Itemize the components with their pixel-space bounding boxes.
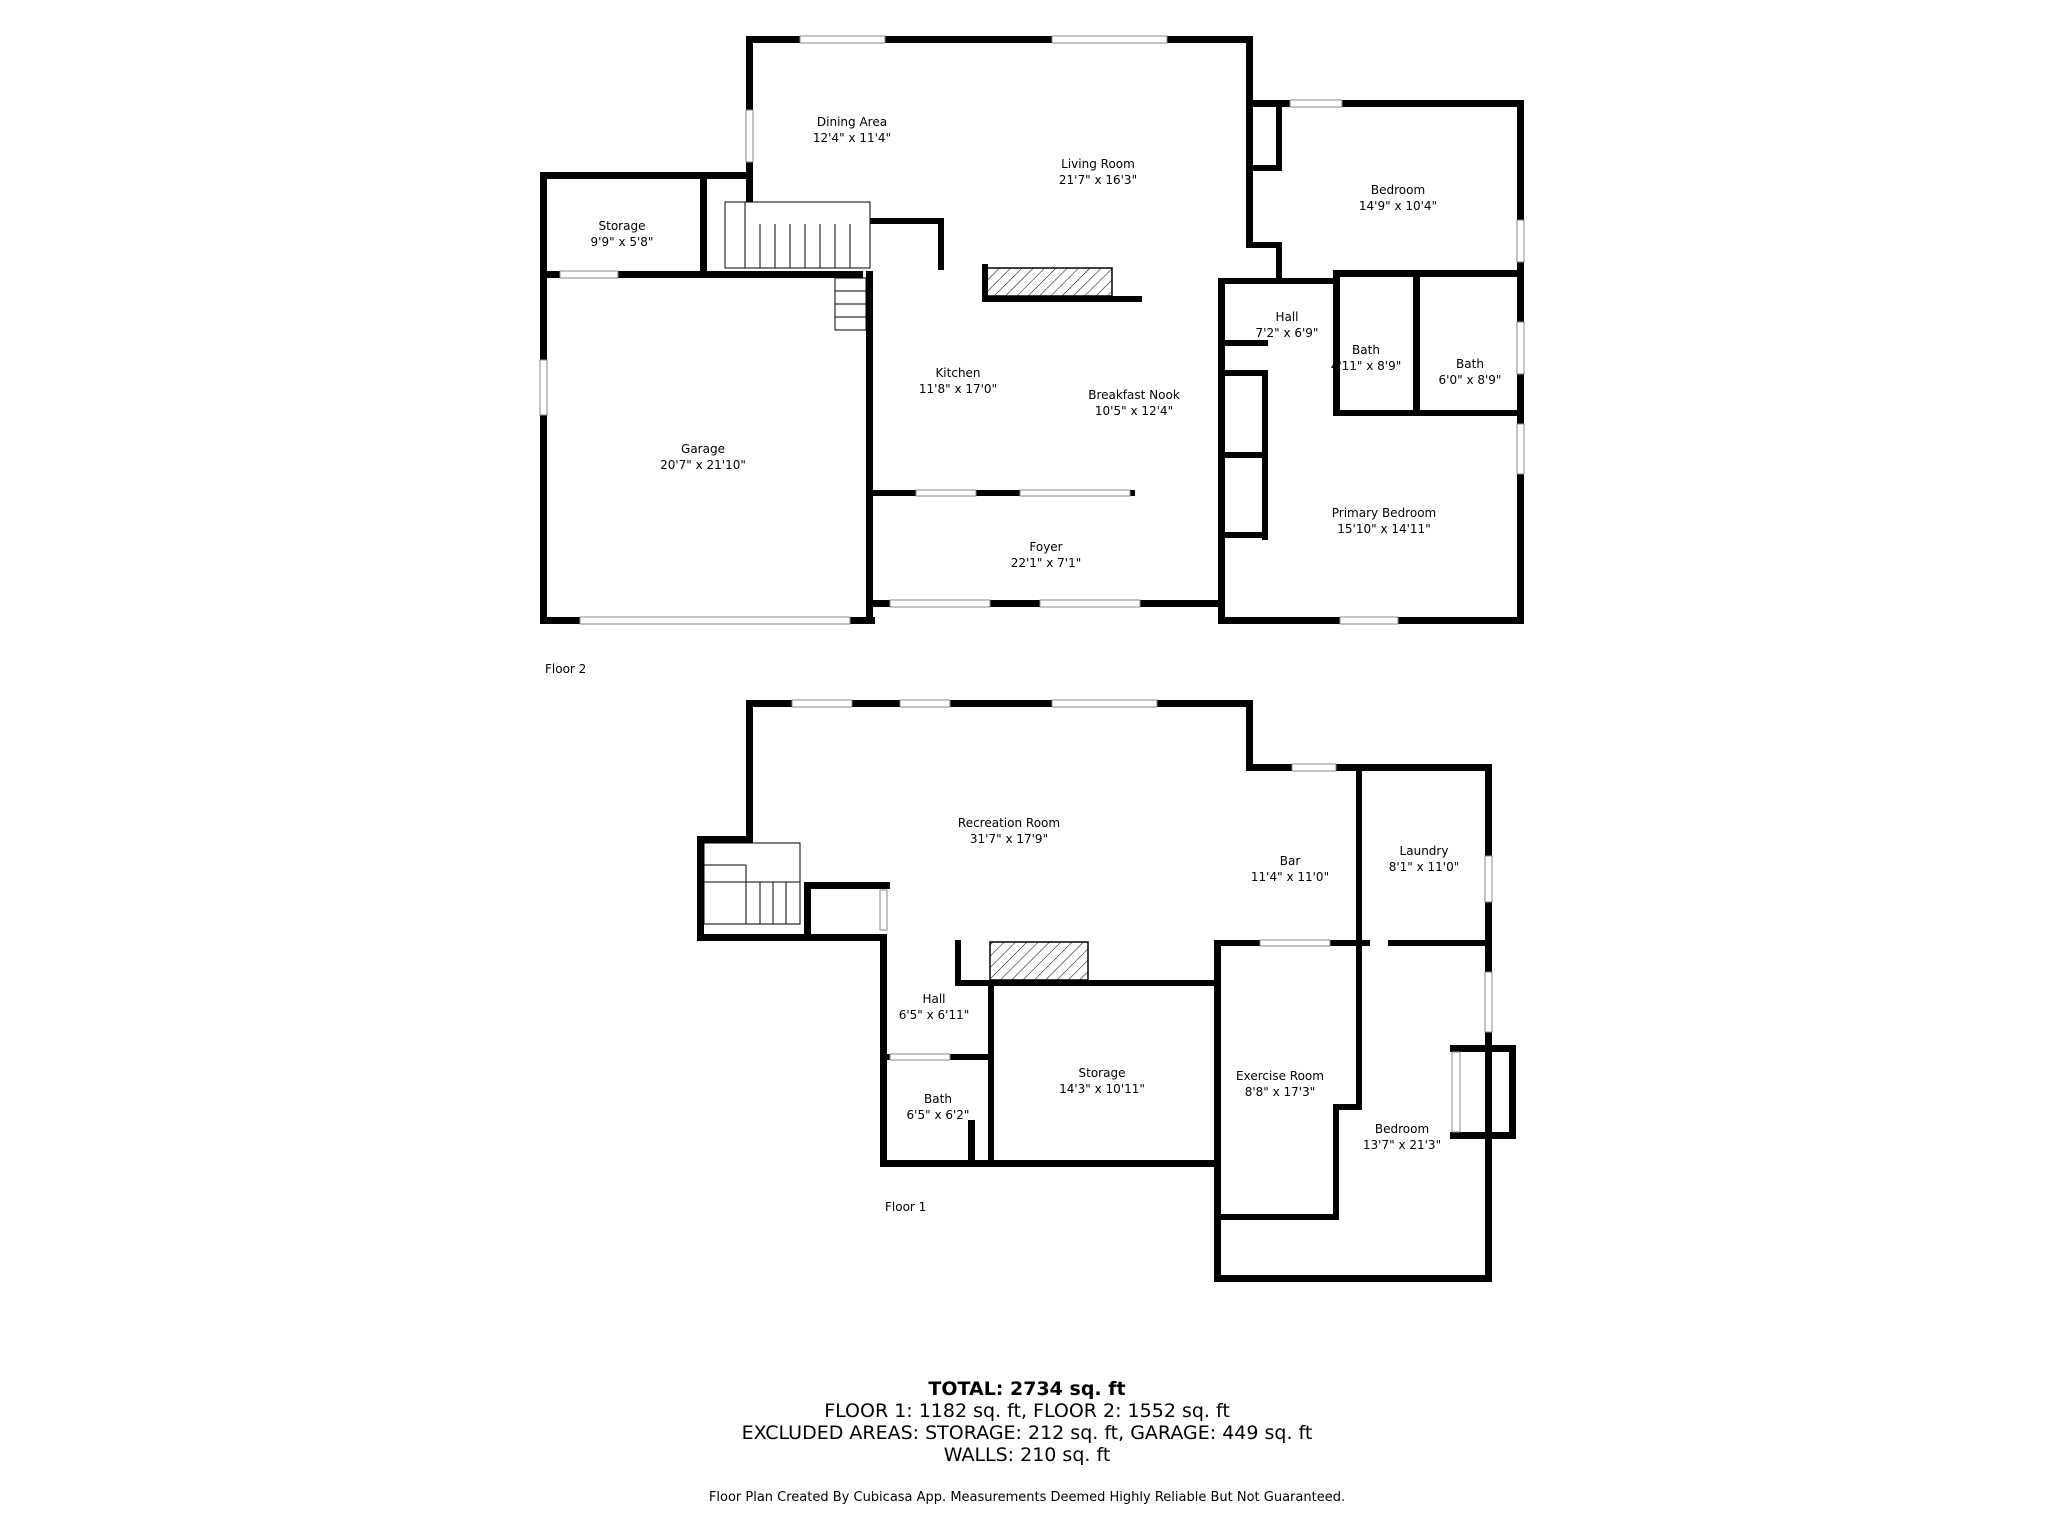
room-dims-bath-f1: 6'5" x 6'2" [907,1108,970,1122]
floor-2-plan: Dining Area 12'4" x 11'4" Living Room 21… [539,35,1525,676]
room-name-exercise-room: Exercise Room [1236,1069,1324,1083]
room-dims-breakfast-nook: 10'5" x 12'4" [1095,404,1173,418]
room-name-hall-f2: Hall [1275,310,1298,324]
room-dims-recreation-room: 31'7" x 17'9" [970,832,1048,846]
room-dims-hall-f2: 7'2" x 6'9" [1256,326,1319,340]
fireplace-floor-2 [985,267,1113,297]
room-name-storage-f2: Storage [599,219,646,233]
room-name-foyer: Foyer [1029,540,1062,554]
floor-1-label: Floor 1 [885,1200,926,1214]
room-name-bath-a-f2: Bath [1352,343,1380,357]
summary-excluded: EXCLUDED AREAS: STORAGE: 212 sq. ft, GAR… [742,1422,1313,1444]
room-name-hall-f1: Hall [922,992,945,1006]
room-name-primary-bedroom: Primary Bedroom [1332,506,1436,520]
room-name-bar: Bar [1280,854,1301,868]
disclaimer-text: Floor Plan Created By Cubicasa App. Meas… [709,1490,1345,1505]
room-name-bedroom-f2: Bedroom [1371,183,1425,197]
room-name-living-room: Living Room [1061,157,1135,171]
room-name-garage: Garage [681,442,725,456]
room-dims-foyer: 22'1" x 7'1" [1011,556,1082,570]
room-dims-kitchen: 11'8" x 17'0" [919,382,997,396]
fireplace-floor-1 [989,941,1089,981]
room-dims-dining-area: 12'4" x 11'4" [813,131,891,145]
room-name-breakfast-nook: Breakfast Nook [1088,388,1180,402]
room-name-laundry: Laundry [1400,844,1449,858]
summary-floors: FLOOR 1: 1182 sq. ft, FLOOR 2: 1552 sq. … [824,1400,1230,1422]
room-name-bath-b-f2: Bath [1456,357,1484,371]
summary-total: TOTAL: 2734 sq. ft [928,1378,1125,1400]
room-name-bedroom-f1: Bedroom [1375,1122,1429,1136]
room-dims-storage-f1: 14'3" x 10'11" [1059,1082,1145,1096]
floor-1-plan: Recreation Room 31'7" x 17'9" Bar 11'4" … [697,699,1516,1282]
room-dims-primary-bedroom: 15'10" x 14'11" [1337,522,1430,536]
room-dims-bedroom-f2: 14'9" x 10'4" [1359,199,1437,213]
room-dims-storage-f2: 9'9" x 5'8" [591,235,654,249]
room-dims-exercise-room: 8'8" x 17'3" [1245,1085,1316,1099]
room-dims-bar: 11'4" x 11'0" [1251,870,1329,884]
stairs-floor-1 [703,842,801,925]
room-name-recreation-room: Recreation Room [958,816,1060,830]
room-dims-living-room: 21'7" x 16'3" [1059,173,1137,187]
room-dims-hall-f1: 6'5" x 6'11" [899,1008,970,1022]
summary-walls: WALLS: 210 sq. ft [944,1444,1111,1466]
room-name-dining-area: Dining Area [817,115,887,129]
room-name-bath-f1: Bath [924,1092,952,1106]
room-dims-laundry: 8'1" x 11'0" [1389,860,1460,874]
room-dims-bath-b-f2: 6'0" x 8'9" [1439,373,1502,387]
area-summary: TOTAL: 2734 sq. ft FLOOR 1: 1182 sq. ft,… [742,1378,1313,1466]
room-name-storage-f1: Storage [1079,1066,1126,1080]
floor-2-label: Floor 2 [545,662,586,676]
room-name-kitchen: Kitchen [935,366,980,380]
room-dims-bath-a-f2: 4'11" x 8'9" [1331,359,1402,373]
room-dims-garage: 20'7" x 21'10" [660,458,746,472]
stairs-floor-2 [724,201,871,331]
room-dims-bedroom-f1: 13'7" x 21'3" [1363,1138,1441,1152]
